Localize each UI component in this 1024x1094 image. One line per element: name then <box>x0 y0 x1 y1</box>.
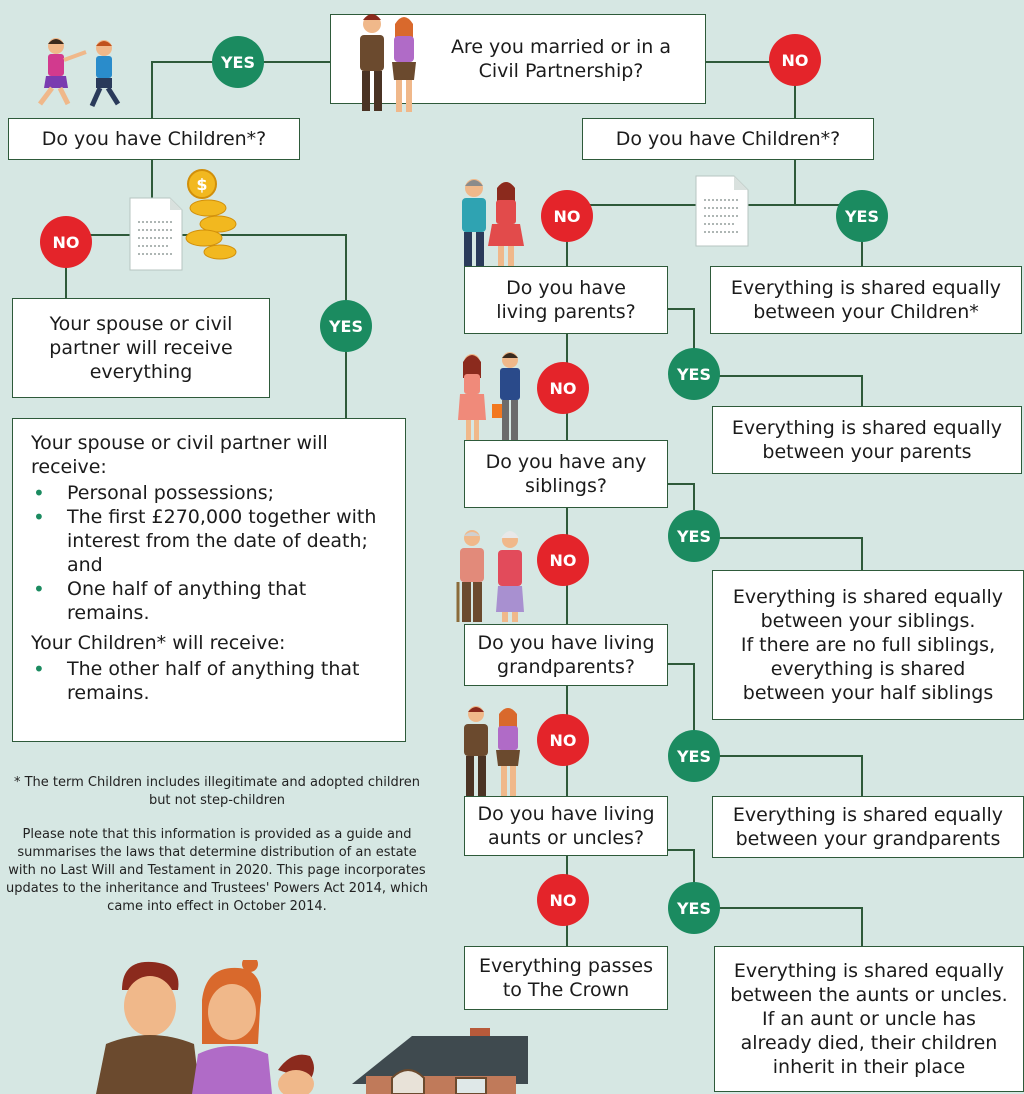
no-badge: NO <box>537 362 589 414</box>
grandparents-share-line-1: Everything is shared equally <box>732 804 1004 826</box>
grandparents-question-line-1: Do you have living <box>477 632 655 654</box>
siblings-share-box: Everything is shared equally between you… <box>712 570 1024 720</box>
aunts-share-line-4: already died, their children <box>740 1032 998 1054</box>
grandparents-question-line-2: grandparents? <box>497 656 635 678</box>
children-share-line-2: between your Children* <box>753 301 979 323</box>
couple-icon <box>360 14 416 112</box>
grandparents-question-box: Do you have living grandparents? <box>464 624 668 686</box>
spouse-everything-line-3: everything <box>89 361 193 383</box>
yes-badge: YES <box>320 300 372 352</box>
no-badge: NO <box>40 216 92 268</box>
siblings-icon <box>458 352 520 444</box>
yes-badge: YES <box>836 190 888 242</box>
spouse-receive-heading: Your spouse or civil partner will receiv… <box>31 432 328 478</box>
aunts-share-line-5: inherit in their place <box>772 1056 966 1078</box>
siblings-share-line-3: If there are no full siblings, <box>740 634 996 656</box>
svg-text:$: $ <box>196 175 207 194</box>
aunts-share-line-1: Everything is shared equally <box>733 960 1005 982</box>
spouse-item: One half of anything that remains. <box>31 577 391 625</box>
children-items-list: The other half of anything that remains. <box>31 657 391 705</box>
yes-badge: YES <box>212 36 264 88</box>
yes-badge: YES <box>668 348 720 400</box>
parents-question-line-1: Do you have <box>506 277 626 299</box>
children-receive-heading: Your Children* will receive: <box>31 632 286 654</box>
coins-document-icon: $ <box>129 169 237 271</box>
grandparents-share-line-2: between your grandparents <box>735 828 1001 850</box>
right-children-question: Do you have Children*? <box>615 128 841 150</box>
grandparents-icon <box>456 530 524 622</box>
family-illustration <box>96 960 314 1094</box>
siblings-share-line-4: everything is shared <box>770 658 966 680</box>
spouse-everything-line-1: Your spouse or civil <box>49 313 233 335</box>
left-children-question-box: Do you have Children*? <box>8 118 300 160</box>
spouse-item: Personal possessions; <box>31 481 391 505</box>
spouse-children-distribution-box: Your spouse or civil partner will receiv… <box>12 418 406 742</box>
crown-line-1: Everything passes <box>479 955 653 977</box>
document-icon <box>695 175 749 247</box>
house-illustration <box>352 1028 528 1094</box>
yes-badge: YES <box>668 882 720 934</box>
siblings-question-line-2: siblings? <box>525 475 607 497</box>
no-badge: NO <box>769 34 821 86</box>
no-badge: NO <box>537 874 589 926</box>
parents-share-line-2: between your parents <box>762 441 972 463</box>
children-share-box: Everything is shared equally between you… <box>710 266 1022 334</box>
married-question-line-1: Are you married or in a <box>450 36 671 58</box>
siblings-question-line-1: Do you have any <box>485 451 647 473</box>
spouse-everything-box: Your spouse or civil partner will receiv… <box>12 298 270 398</box>
aunts-share-box: Everything is shared equally between the… <box>714 946 1024 1092</box>
siblings-share-line-5: between your half siblings <box>742 682 994 704</box>
left-children-question: Do you have Children*? <box>41 128 267 150</box>
parents-icon <box>462 179 524 270</box>
aunts-question-box: Do you have living aunts or uncles? <box>464 796 668 856</box>
grandparents-share-box: Everything is shared equally between you… <box>712 796 1024 858</box>
siblings-share-line-1: Everything is shared equally <box>732 586 1004 608</box>
spouse-item: The first £270,000 together with interes… <box>31 505 391 577</box>
aunts-share-line-2: between the aunts or uncles. <box>730 984 1008 1006</box>
crown-box: Everything passes to The Crown <box>464 946 668 1010</box>
parents-share-box: Everything is shared equally between you… <box>712 406 1022 474</box>
no-badge: NO <box>537 534 589 586</box>
parents-question-line-2: living parents? <box>496 301 636 323</box>
married-question-box: Are you married or in a Civil Partnershi… <box>330 14 706 104</box>
aunts-question-line-2: aunts or uncles? <box>487 827 645 849</box>
right-children-question-box: Do you have Children*? <box>582 118 874 160</box>
children-item: The other half of anything that remains. <box>31 657 391 705</box>
disclaimer-text: Please note that this information is pro… <box>5 827 428 914</box>
parents-question-box: Do you have living parents? <box>464 266 668 334</box>
aunts-question-line-1: Do you have living <box>477 803 655 825</box>
crown-line-2: to The Crown <box>502 979 630 1001</box>
married-question-line-2: Civil Partnership? <box>478 60 644 82</box>
parents-share-line-1: Everything is shared equally <box>731 417 1003 439</box>
children-footnote: * The term Children includes illegitimat… <box>13 775 421 808</box>
siblings-share-line-2: between your siblings. <box>760 610 976 632</box>
spouse-everything-line-2: partner will receive <box>49 337 233 359</box>
no-badge: NO <box>541 190 593 242</box>
aunts-uncles-icon <box>464 706 520 796</box>
children-icon <box>38 38 121 108</box>
yes-badge: YES <box>668 730 720 782</box>
children-share-line-1: Everything is shared equally <box>730 277 1002 299</box>
no-badge: NO <box>537 714 589 766</box>
spouse-items-list: Personal possessions; The first £270,000… <box>31 481 391 625</box>
aunts-share-line-3: If an aunt or uncle has <box>762 1008 976 1030</box>
siblings-question-box: Do you have any siblings? <box>464 440 668 508</box>
yes-badge: YES <box>668 510 720 562</box>
